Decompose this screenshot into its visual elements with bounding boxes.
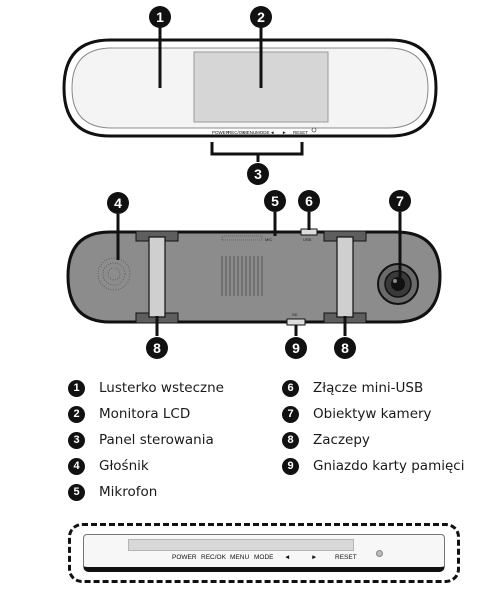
menu-button[interactable]: MENU xyxy=(230,554,250,561)
card-slot xyxy=(286,318,306,326)
top-btn-rec: REC/OK xyxy=(228,130,245,135)
legend-label-6: Złącze mini-USB xyxy=(313,380,424,396)
callout-6 xyxy=(298,190,320,212)
top-btn-reset: RESET xyxy=(293,130,308,135)
top-led xyxy=(311,127,317,133)
callout-8a-num: 8 xyxy=(153,340,161,356)
legend-num-2: 2 xyxy=(68,405,85,423)
callout-2-num: 2 xyxy=(257,9,265,25)
legend-label-4: Głośnik xyxy=(99,458,149,474)
legend-item-5: 5 Mikrofon xyxy=(68,482,157,502)
legend-num-6: 6 xyxy=(282,379,299,397)
legend-num-7: 7 xyxy=(282,405,299,423)
right-button[interactable]: ► xyxy=(311,554,318,561)
callout-2 xyxy=(250,6,272,28)
top-buttons-row: POWER REC/OK MENU MODE ◄ ► RESET xyxy=(212,130,308,135)
callout-9 xyxy=(285,337,307,359)
top-btn-menu: MENU xyxy=(243,130,256,135)
callout-4 xyxy=(107,192,129,214)
top-btn-power: POWER xyxy=(212,130,230,135)
callout-9-num: 9 xyxy=(292,340,300,356)
legend-label-2: Monitora LCD xyxy=(99,406,191,422)
callout-7 xyxy=(389,190,411,212)
card-label: SD xyxy=(292,312,298,317)
callout-5 xyxy=(264,190,286,212)
legend-item-7: 7 Obiektyw kamery xyxy=(282,404,432,424)
speaker-grille xyxy=(97,257,131,291)
control-panel-screen-edge xyxy=(128,539,354,551)
legend-label-8: Zaczepy xyxy=(313,432,370,448)
legend-item-2: 2 Monitora LCD xyxy=(68,404,190,424)
callout-8a xyxy=(146,337,168,359)
callout-1-num: 1 xyxy=(156,9,164,25)
usb-label: USB xyxy=(303,237,312,242)
mirror-front-view: POWER REC/OK MENU MODE ◄ ► RESET xyxy=(62,27,438,162)
callout-6-num: 6 xyxy=(305,193,313,209)
legend-num-1: 1 xyxy=(68,379,85,397)
left-button[interactable]: ◄ xyxy=(284,554,291,561)
top-btn-right: ► xyxy=(282,130,286,135)
vent-top-strip xyxy=(221,235,263,241)
reset-button[interactable]: RESET xyxy=(335,554,357,561)
status-led xyxy=(376,550,383,557)
callout-3-num: 3 xyxy=(254,166,262,182)
vent-grille xyxy=(221,256,263,296)
legend-num-5: 5 xyxy=(68,483,85,501)
legend-num-9: 9 xyxy=(282,457,299,475)
mode-button[interactable]: MODE xyxy=(254,554,274,561)
legend-item-1: 1 Lusterko wsteczne xyxy=(68,378,224,398)
callout-1 xyxy=(149,6,171,28)
legend: 1 Lusterko wsteczne 2 Monitora LCD 3 Pan… xyxy=(68,378,488,508)
legend-label-9: Gniazdo karty pamięci xyxy=(313,458,465,474)
legend-item-9: 9 Gniazdo karty pamięci xyxy=(282,456,464,476)
top-btn-mode: MODE xyxy=(256,130,270,135)
legend-label-7: Obiektyw kamery xyxy=(313,406,432,422)
camera-lens xyxy=(377,263,419,305)
callout-5-num: 5 xyxy=(271,193,279,209)
power-button[interactable]: POWER xyxy=(172,554,197,561)
legend-item-8: 8 Zaczepy xyxy=(282,430,370,450)
legend-item-6: 6 Złącze mini-USB xyxy=(282,378,423,398)
callouts: 1 2 3 4 5 6 7 8 8 9 xyxy=(107,6,411,359)
control-panel-detail: POWER REC/OK MENU MODE ◄ ► RESET xyxy=(68,523,460,583)
callout-7-num: 7 xyxy=(396,193,404,209)
callout-8b xyxy=(334,337,356,359)
mirror-rear-view: MIC USB SD xyxy=(66,212,442,336)
legend-num-3: 3 xyxy=(68,431,85,449)
legend-num-4: 4 xyxy=(68,457,85,475)
legend-label-1: Lusterko wsteczne xyxy=(99,380,224,396)
control-panel-bracket xyxy=(210,142,304,156)
callout-4-num: 4 xyxy=(114,195,122,211)
control-panel-body: POWER REC/OK MENU MODE ◄ ► RESET xyxy=(83,534,445,572)
legend-label-5: Mikrofon xyxy=(99,484,158,500)
legend-label-3: Panel sterowania xyxy=(99,432,214,448)
legend-num-8: 8 xyxy=(282,431,299,449)
top-btn-left: ◄ xyxy=(270,130,274,135)
legend-item-3: 3 Panel sterowania xyxy=(68,430,214,450)
callout-3 xyxy=(247,163,269,185)
rec-ok-button[interactable]: REC/OK xyxy=(201,554,226,561)
callout-8b-num: 8 xyxy=(341,340,349,356)
legend-item-4: 4 Głośnik xyxy=(68,456,149,476)
mic-label: MIC xyxy=(265,237,272,242)
